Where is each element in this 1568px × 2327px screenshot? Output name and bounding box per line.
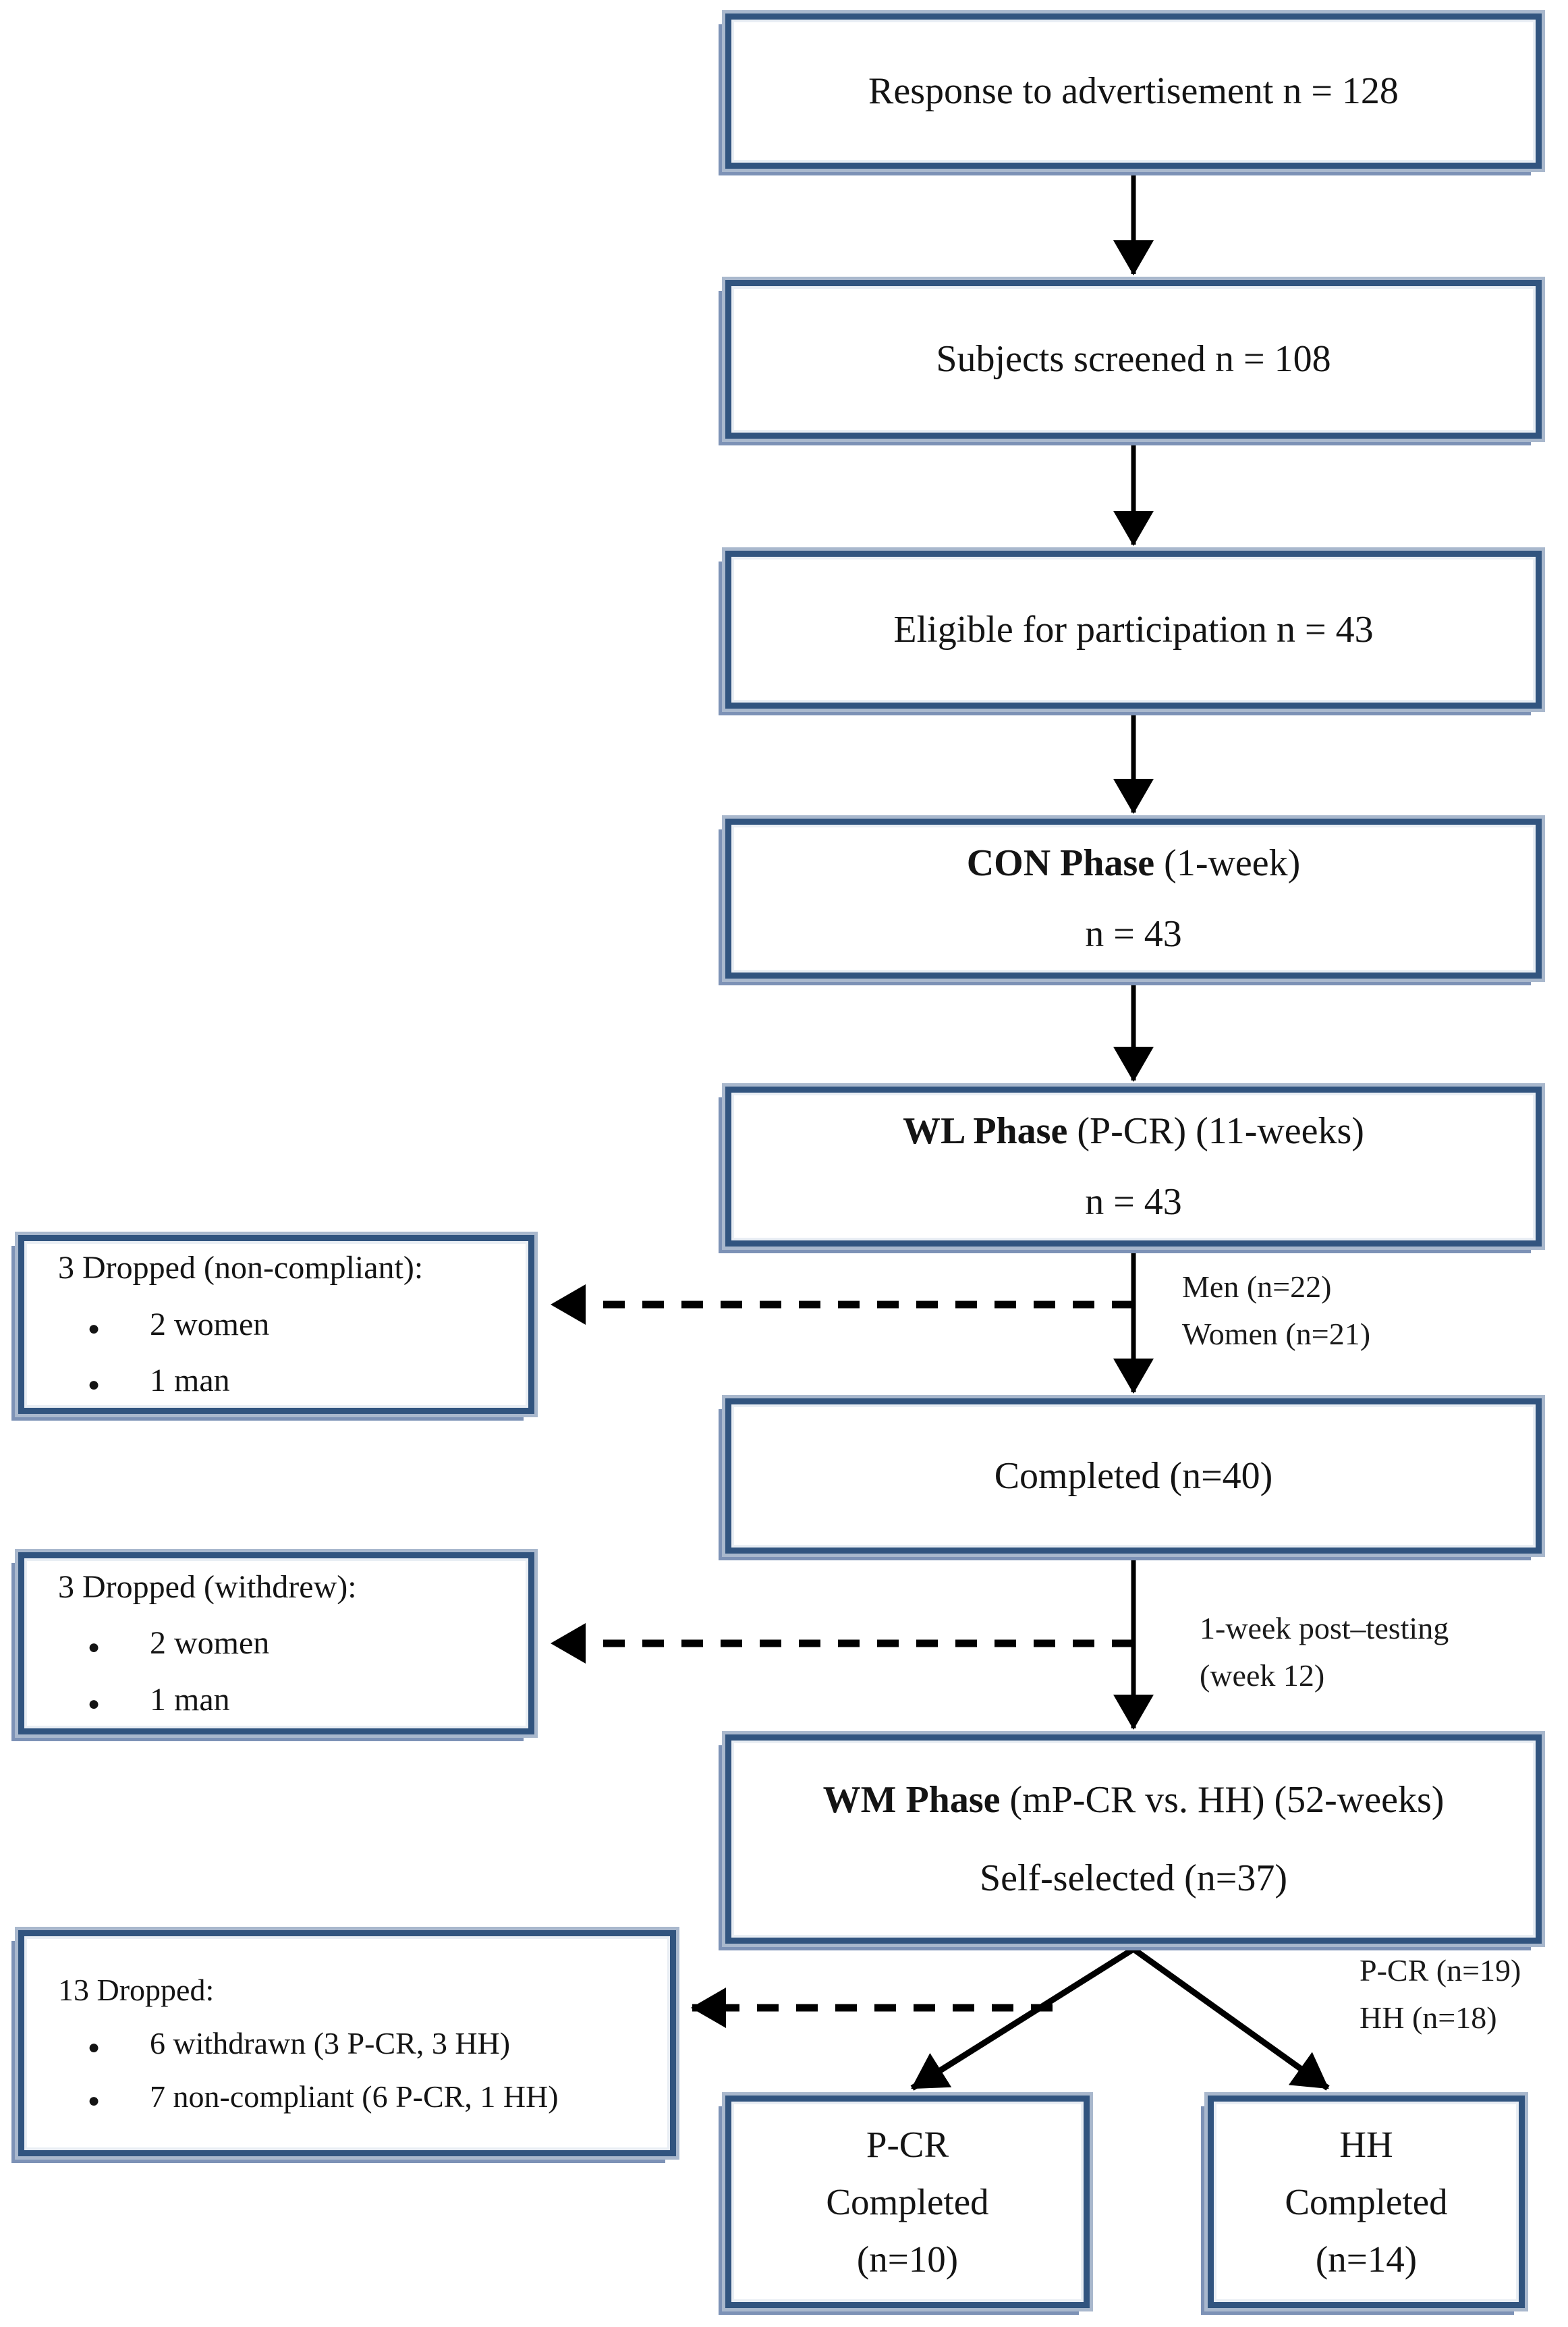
con-phase-title: CON Phase: [966, 842, 1155, 885]
wm-phase-title: WM Phase: [822, 1778, 1001, 1821]
annotation-hh-n: HH (n=18): [1360, 2000, 1497, 2035]
flow-box-wm-phase: WM Phase (mP-CR vs. HH) (52-weeks) Self-…: [725, 1734, 1542, 1944]
annotation-pcr-hh: P-CR (n=19) HH (n=18): [1360, 1947, 1521, 2042]
hh-completed-line1: HH: [1339, 2123, 1393, 2165]
bullet-icon: ●: [88, 2035, 101, 2058]
dropout-noncompliant-item-text: 1 man: [150, 1363, 230, 1399]
bullet-icon: ●: [88, 2089, 101, 2112]
bullet-icon: ●: [88, 1317, 101, 1340]
flow-box-hh-completed: HH Completed (n=14): [1208, 2096, 1525, 2308]
wm-phase-line2: Self-selected (n=37): [979, 1857, 1288, 1899]
completed-wl-text: Completed (n=40): [994, 1454, 1273, 1497]
dropout-13-heading: 13 Dropped:: [58, 1972, 215, 2007]
dropout-noncompliant-item: ● 2 women: [49, 1305, 504, 1344]
con-phase-detail: (1-week): [1154, 842, 1301, 885]
dropout-withdrew-item-text: 2 women: [150, 1625, 270, 1662]
arrow-wm-to-pcr: [910, 1946, 1136, 2091]
dropout-noncompliant-heading: 3 Dropped (non-compliant):: [58, 1250, 424, 1286]
hh-completed-line3: (n=14): [1315, 2239, 1418, 2280]
wm-phase-line1: WM Phase (mP-CR vs. HH) (52-weeks): [823, 1778, 1445, 1822]
dropout-box-13: 13 Dropped: ●6 withdrawn (3 P-CR, 3 HH) …: [18, 1930, 676, 2156]
dropout-box-withdrew: 3 Dropped (withdrew): ● 2 women ● 1 man: [18, 1552, 534, 1734]
arrow-wm-to-hh: [1131, 1946, 1330, 2091]
flow-box-response: Response to advertisement n = 128: [725, 13, 1542, 169]
flow-box-completed-wl: Completed (n=40): [725, 1398, 1542, 1554]
flow-box-eligible-text: Eligible for participation n = 43: [893, 608, 1374, 651]
annotation-men-women: Men (n=22) Women (n=21): [1182, 1263, 1370, 1358]
dropout-withdrew-heading: 3 Dropped (withdrew):: [58, 1568, 357, 1605]
dropout-noncompliant-item: ● 1 man: [49, 1361, 504, 1400]
bullet-icon: ●: [88, 1692, 101, 1715]
pcr-completed-line3: (n=10): [856, 2239, 959, 2280]
pcr-completed-line2: Completed: [826, 2181, 989, 2222]
annotation-post-testing: 1-week post–testing (week 12): [1200, 1605, 1449, 1699]
dropout-13-item-text: 7 non-compliant (6 P-CR, 1 HH): [150, 2079, 559, 2114]
dropout-withdrew-item: ● 1 man: [49, 1680, 504, 1720]
flow-box-wl-phase: WL Phase (P-CR) (11-weeks) n = 43: [725, 1087, 1542, 1247]
annotation-post-testing-line1: 1-week post–testing: [1200, 1611, 1449, 1645]
flow-box-con-phase: CON Phase (1-week) n = 43: [725, 819, 1542, 979]
annotation-pcr-n: P-CR (n=19): [1360, 1953, 1521, 1988]
wl-phase-line2: n = 43: [1085, 1180, 1182, 1223]
dropout-box-noncompliant: 3 Dropped (non-compliant): ● 2 women ● 1 m…: [18, 1235, 534, 1414]
con-phase-line1: CON Phase (1-week): [967, 842, 1301, 885]
flow-box-screened: Subjects screened n = 108: [725, 280, 1542, 439]
dropout-13-item: ● 7 non-compliant (6 P-CR, 1 HH): [49, 2078, 646, 2115]
hh-completed-line2: Completed: [1285, 2181, 1448, 2222]
bullet-icon: ●: [88, 1636, 101, 1659]
dropout-13-item-text: 6 withdrawn (3 P-CR, 3 HH): [150, 2025, 511, 2060]
dropout-withdrew-item-text: 1 man: [150, 1681, 230, 1718]
annotation-men: Men (n=22): [1182, 1269, 1332, 1304]
annotation-post-testing-line2: (week 12): [1200, 1658, 1325, 1693]
wl-phase-line1: WL Phase (P-CR) (11-weeks): [903, 1110, 1364, 1153]
flow-box-eligible: Eligible for participation n = 43: [725, 551, 1542, 709]
bullet-icon: ●: [88, 1373, 101, 1396]
wl-phase-title: WL Phase: [903, 1110, 1068, 1153]
dropout-withdrew-item: ● 2 women: [49, 1624, 504, 1663]
annotation-women: Women (n=21): [1182, 1316, 1371, 1351]
flow-box-response-text: Response to advertisement n = 128: [868, 70, 1399, 112]
wl-phase-detail: (P-CR) (11-weeks): [1067, 1110, 1364, 1153]
dropout-13-item: ● 6 withdrawn (3 P-CR, 3 HH): [49, 2025, 646, 2062]
flow-box-pcr-completed: P-CR Completed (n=10): [725, 2096, 1090, 2308]
con-phase-line2: n = 43: [1085, 912, 1182, 955]
wm-phase-detail: (mP-CR vs. HH) (52-weeks): [1000, 1778, 1445, 1821]
flow-box-screened-text: Subjects screened n = 108: [936, 338, 1331, 381]
pcr-completed-line1: P-CR: [866, 2123, 949, 2165]
dropout-noncompliant-item-text: 2 women: [150, 1306, 270, 1342]
